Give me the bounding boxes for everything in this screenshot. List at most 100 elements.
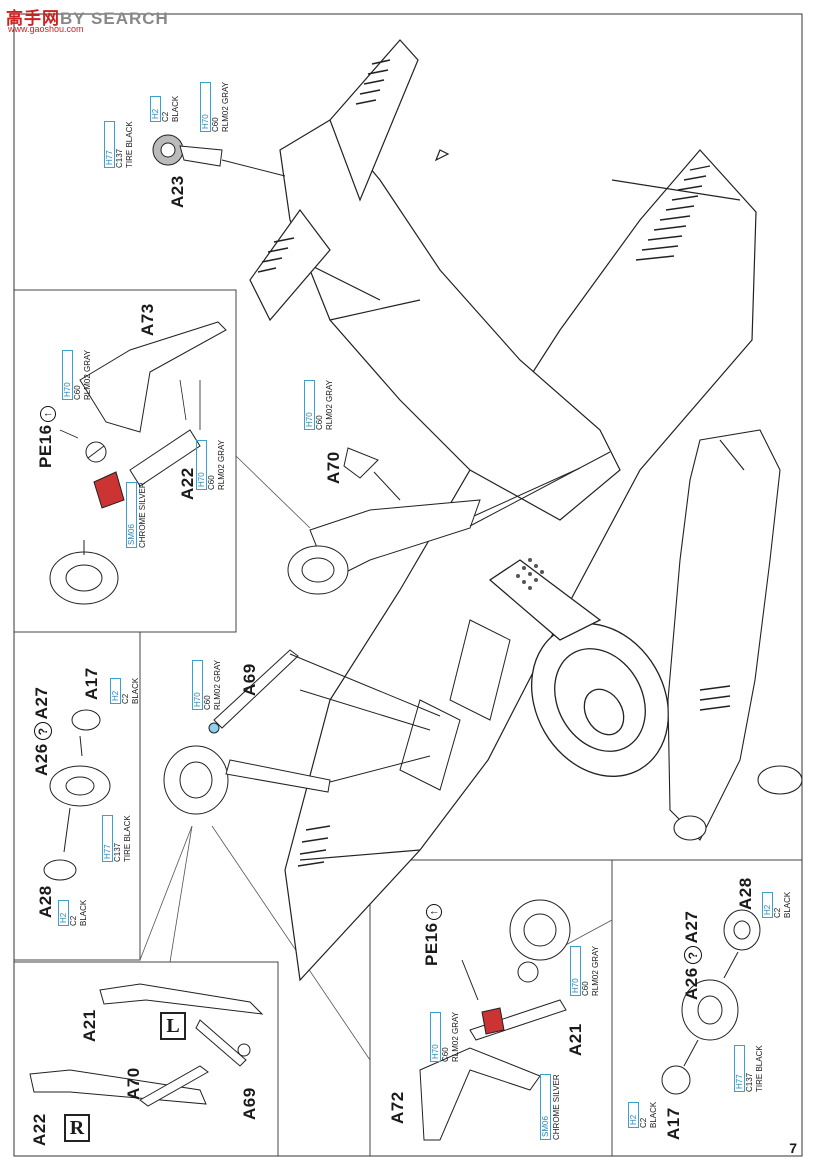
detail-top-left-parts <box>49 321 227 605</box>
detail-top-left-leaders <box>59 379 201 439</box>
paint-name: RLM02 GRAY <box>591 945 600 996</box>
paint-codes: H77 C137 TIRE BLACK <box>734 1045 764 1092</box>
part-label-a23: A23 <box>168 175 187 208</box>
paint-callout-a28-right: H2 C2 BLACK <box>762 891 792 918</box>
paint-codes: H2 C2 BLACK <box>58 899 88 926</box>
paint-gsi: C60 <box>441 1047 450 1062</box>
part-label-a26-a27-right: A26?A27 <box>682 911 702 1000</box>
paint-gsi: C2 <box>639 1117 648 1128</box>
main-gear-a70-top <box>287 447 611 595</box>
pe-direction-icon-bottom: ↑ <box>426 904 442 921</box>
paint-code: H77 <box>734 1045 745 1092</box>
paint-name: BLACK <box>171 95 180 122</box>
paint-codes: SM06 CHROME SILVER <box>126 482 147 548</box>
paint-codes: H70 C60 RLM02 GRAY <box>192 659 222 710</box>
paint-codes: H70 C60 RLM02 GRAY <box>430 1011 460 1062</box>
paint-gsi: C2 <box>161 111 170 122</box>
paint-name: BLACK <box>131 677 140 704</box>
paint-name: RLM02 GRAY <box>217 439 226 490</box>
part-label-a69: A69 <box>240 663 259 696</box>
part-label-a70-top: A70 <box>324 451 343 484</box>
watermark: 高手网BY SEARCH www.gaoshou.com <box>6 4 206 38</box>
paint-gsi: C137 <box>115 148 124 168</box>
part-label-a72: A72 <box>388 1091 407 1124</box>
paint-callout-a22-chrome: SM06 CHROME SILVER <box>126 482 147 548</box>
side-label-right: R <box>64 1114 90 1142</box>
paint-name: RLM02 GRAY <box>221 81 230 132</box>
paint-name: RLM02 GRAY <box>325 379 334 430</box>
wheel-wells <box>399 619 511 791</box>
wheel-right <box>661 909 761 1095</box>
aileron-hatching <box>297 165 711 867</box>
part-label-a22-top: A22 <box>178 467 197 500</box>
engine-cowling <box>488 559 670 777</box>
reference-hatching <box>699 685 731 711</box>
paint-code: H70 <box>196 439 207 490</box>
paint-callout-a23-strut: H70 C60 RLM02 GRAY <box>200 81 230 132</box>
paint-name: RLM02 GRAY <box>451 1011 460 1062</box>
gear-assembly-l-r <box>29 983 264 1107</box>
part-label-a28-left: A28 <box>36 885 55 918</box>
part-label-pe16-bottom: PE16↑ <box>422 904 442 966</box>
paint-callout-a23-tire: H77 C137 TIRE BLACK <box>104 121 134 168</box>
paint-code: H70 <box>430 1011 441 1062</box>
pe16-top-text: PE16 <box>36 424 55 468</box>
main-gear-a69 <box>163 649 441 815</box>
paint-name: TIRE BLACK <box>125 121 134 168</box>
paint-gsi: C2 <box>121 693 130 704</box>
paint-code: H2 <box>150 95 161 122</box>
watermark-suffix: BY SEARCH <box>60 9 169 28</box>
paint-code: SM06 <box>540 1074 551 1140</box>
tail-wheel-a23 <box>152 134 286 177</box>
tailplane-hatching <box>257 59 391 273</box>
paint-codes: H70 C60 RLM02 GRAY <box>200 81 230 132</box>
wheel-left <box>43 709 111 881</box>
paint-code: H2 <box>762 891 773 918</box>
part-label-pe16-top: PE16↑ <box>36 406 56 468</box>
part-label-a21-bottom: A21 <box>566 1023 585 1056</box>
alternative-part-icon-right: ? <box>684 946 702 965</box>
watermark-logo: 高手网BY SEARCH <box>6 4 169 29</box>
paint-name: TIRE BLACK <box>123 815 132 862</box>
paint-name: RLM02 GRAY <box>83 349 92 400</box>
paint-callout-a69-strut: H70 C60 RLM02 GRAY <box>192 659 222 710</box>
fuselage <box>279 119 621 521</box>
engine-vents <box>516 558 544 590</box>
detail-bottom-center-parts <box>419 899 571 1141</box>
paint-codes: H77 C137 TIRE BLACK <box>102 815 132 862</box>
paint-gsi: C60 <box>73 385 82 400</box>
part-label-a22-panel: A22 <box>30 1113 49 1146</box>
paint-code: H77 <box>104 121 115 168</box>
paint-callout-a26-left-tire: H77 C137 TIRE BLACK <box>102 815 132 862</box>
panel-leaders <box>139 455 613 1061</box>
paint-gsi: C2 <box>773 907 782 918</box>
tailplane <box>249 39 450 322</box>
paint-code: H2 <box>110 677 121 704</box>
paint-code: H2 <box>628 1101 639 1128</box>
part-label-a17-right: A17 <box>664 1107 683 1140</box>
a26-left-text: A26 <box>32 743 51 776</box>
paint-gsi: C2 <box>69 915 78 926</box>
detail-panel-mid-left <box>14 631 141 961</box>
watermark-text: 高手网 <box>6 9 60 28</box>
paint-codes: H2 C2 BLACK <box>150 95 180 122</box>
paint-gsi: C60 <box>207 475 216 490</box>
paint-callout-a70-top: H70 C60 RLM02 GRAY <box>304 379 334 430</box>
paint-codes: H70 C60 RLM02 GRAY <box>196 439 226 490</box>
a27-right-text: A27 <box>682 910 701 944</box>
detail-panel-bottom-left <box>14 961 279 1156</box>
paint-code: H70 <box>62 349 73 400</box>
part-label-a69-panel: A69 <box>240 1087 259 1120</box>
paint-callout-a17-right: H2 C2 BLACK <box>628 1101 658 1128</box>
paint-code: H70 <box>304 379 315 430</box>
paint-code: H70 <box>200 81 211 132</box>
paint-code: H2 <box>58 899 69 926</box>
paint-code: SM06 <box>126 482 137 548</box>
paint-callout-a26-right-tire: H77 C137 TIRE BLACK <box>734 1045 764 1092</box>
paint-callout-a17-left: H2 C2 BLACK <box>110 677 140 704</box>
part-label-a17-left: A17 <box>82 667 101 700</box>
paint-code: H77 <box>102 815 113 862</box>
pe-direction-icon: ↑ <box>40 406 56 423</box>
